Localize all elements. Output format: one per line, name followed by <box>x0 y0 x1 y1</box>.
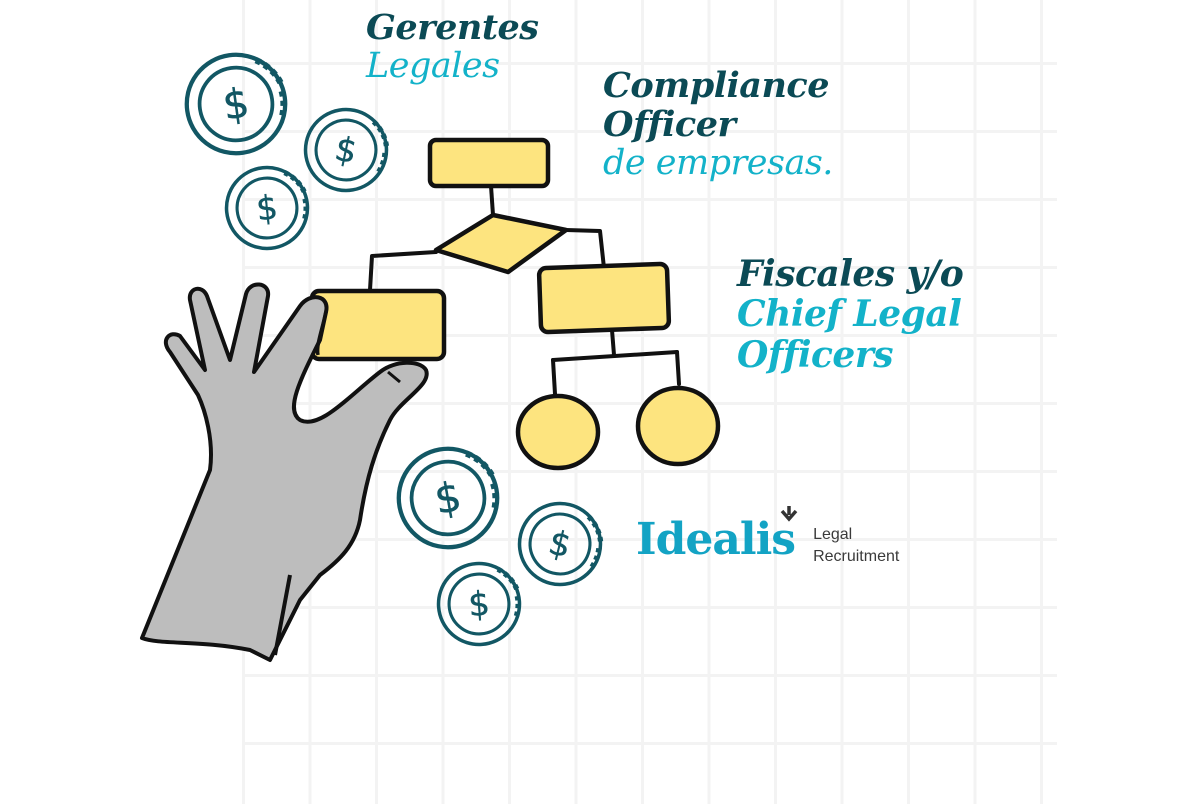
heading-fiscales-clo: Fiscales y/o Chief Legal Officers <box>737 253 964 376</box>
heading-compliance-officer: Compliance Officer de empresas. <box>603 66 833 184</box>
org-box-right <box>536 261 672 335</box>
heading-gerentes-legales: Gerentes Legales <box>366 7 539 87</box>
org-diamond <box>433 212 569 275</box>
heading-line: Officer <box>603 104 736 146</box>
org-circle-left <box>515 393 601 471</box>
down-arrow-icon <box>780 506 798 522</box>
dollar-coin-icon <box>180 48 291 159</box>
heading-line: Gerentes <box>366 7 539 48</box>
org-box-top <box>427 137 551 189</box>
logo-wordmark-text: Idealis <box>636 514 796 565</box>
dollar-coin-icon <box>298 102 394 198</box>
logo-tagline-line1: Legal <box>813 526 853 543</box>
heading-line: Officers <box>737 333 894 376</box>
heading-line: Legales <box>366 46 500 87</box>
heading-line: Fiscales y/o <box>737 253 964 295</box>
org-box-left <box>309 288 447 362</box>
org-chart-icon <box>368 184 681 396</box>
heading-line: Chief Legal <box>737 293 962 336</box>
hand-icon <box>140 282 447 662</box>
logo-wordmark: Idealis <box>636 506 798 562</box>
dollar-coin-icon <box>436 561 522 647</box>
heading-line: Compliance <box>603 65 830 106</box>
idealis-logo: Idealis Legal Recruitment <box>636 506 899 567</box>
logo-tagline: Legal Recruitment <box>813 524 899 567</box>
logo-tagline-line2: Recruitment <box>813 547 900 565</box>
heading-line: de empresas. <box>603 143 833 184</box>
org-circle-right <box>635 385 721 467</box>
dollar-coin-icon <box>223 164 312 253</box>
dollar-coin-icon <box>391 441 505 555</box>
dollar-coin-icon <box>511 495 609 593</box>
